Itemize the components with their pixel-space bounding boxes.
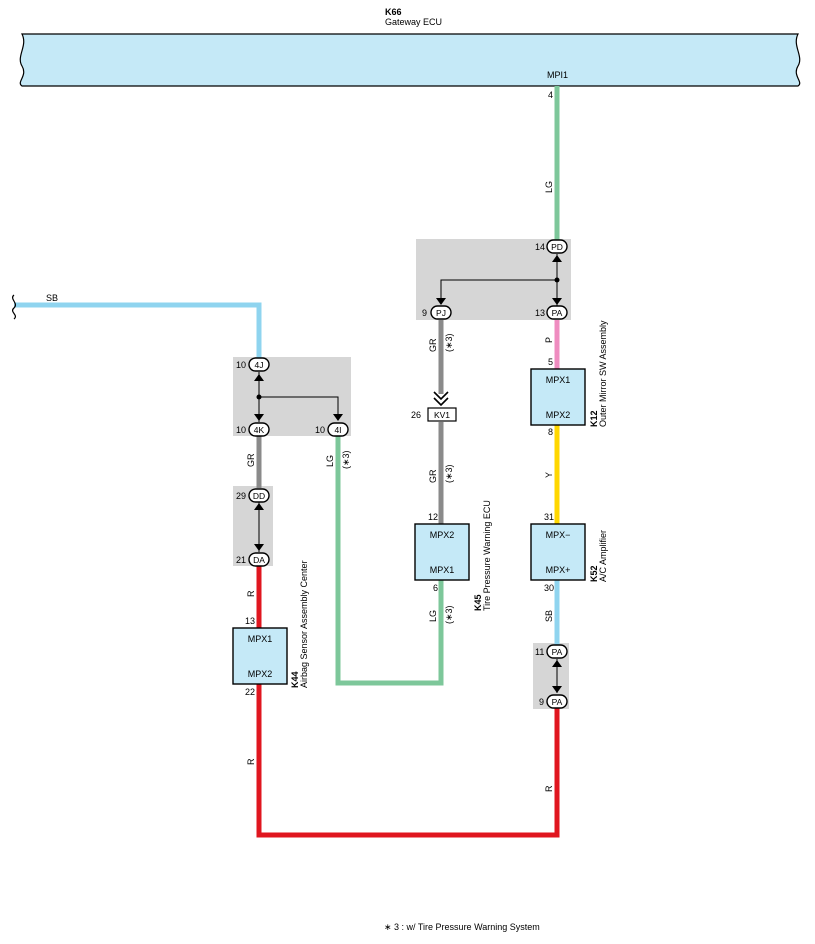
pin-da: 21 xyxy=(236,555,246,565)
svg-text:MPX2: MPX2 xyxy=(430,530,455,540)
connector-pj[interactable]: PJ xyxy=(430,305,452,320)
wire-label-r-left-bot: R xyxy=(246,758,256,765)
svg-text:4J: 4J xyxy=(255,360,264,370)
wire-label-sb-right: SB xyxy=(544,610,554,622)
k12-pin-top: 5 xyxy=(548,357,553,367)
k45-pin-bottom: 6 xyxy=(433,583,438,593)
connector-da[interactable]: DA xyxy=(248,552,270,567)
svg-text:PA: PA xyxy=(552,308,563,318)
pin-pd: 14 xyxy=(535,242,545,252)
svg-text:DA: DA xyxy=(253,555,265,565)
component-k44[interactable]: MPX1 MPX2 xyxy=(232,627,288,685)
svg-text:PJ: PJ xyxy=(436,308,446,318)
svg-text:Outer Mirror SW Assembly: Outer Mirror SW Assembly xyxy=(598,320,608,427)
junction-2-node xyxy=(256,394,262,400)
connector-4j[interactable]: 4J xyxy=(248,357,270,372)
component-k12[interactable]: MPX1 MPX2 xyxy=(530,368,586,426)
ecu-port-label: MPI1 xyxy=(547,70,568,80)
svg-text:MPX1: MPX1 xyxy=(546,375,571,385)
svg-text:DD: DD xyxy=(253,491,265,501)
wire-note-lg-left: (∗3) xyxy=(341,450,351,469)
k44-pin-top: 13 xyxy=(245,616,255,626)
wire-label-gr-mid-top: GR xyxy=(428,338,438,352)
wire-label-lg-mid: LG xyxy=(428,610,438,622)
k45-pin-top: 12 xyxy=(428,512,438,522)
ecu-pin: 4 xyxy=(548,90,553,100)
gateway-ecu-bar[interactable] xyxy=(19,33,801,87)
component-k45[interactable]: MPX2 MPX1 xyxy=(414,523,470,581)
k52-pin-top: 31 xyxy=(544,512,554,522)
svg-text:K44: K44 xyxy=(290,671,300,688)
kv1-chevron-icon xyxy=(433,391,449,407)
pin-pj: 9 xyxy=(422,308,427,318)
wire-note-lg-mid: (∗3) xyxy=(444,605,454,624)
k12-label: K12 Outer Mirror SW Assembly xyxy=(589,320,608,427)
svg-text:PD: PD xyxy=(551,242,563,252)
k52-label: K52 A/C Amplifier xyxy=(589,530,608,582)
k45-label: K45 Tire Pressure Warning ECU xyxy=(473,500,492,611)
svg-text:Airbag Sensor Assembly Center: Airbag Sensor Assembly Center xyxy=(299,560,309,688)
wire-r-loop[interactable] xyxy=(256,684,560,838)
svg-text:KV1: KV1 xyxy=(434,410,450,420)
svg-text:MPX1: MPX1 xyxy=(430,565,455,575)
ecu-code: K66 xyxy=(385,7,402,17)
svg-text:PA: PA xyxy=(552,697,563,707)
pin-pa-top: 13 xyxy=(535,308,545,318)
wire-label-r-left-top: R xyxy=(246,590,256,597)
wire-lg-loop[interactable] xyxy=(335,436,444,686)
pin-dd: 29 xyxy=(236,491,246,501)
component-k52[interactable]: MPX− MPX+ xyxy=(530,523,586,581)
svg-text:K45: K45 xyxy=(473,594,483,611)
pin-4j: 10 xyxy=(236,360,246,370)
svg-text:4K: 4K xyxy=(254,425,265,435)
connector-4i[interactable]: 4I xyxy=(327,422,349,437)
wire-sb-in[interactable] xyxy=(14,302,262,359)
ecu-name: Gateway ECU xyxy=(385,17,442,27)
pin-pa-bottom: 9 xyxy=(539,697,544,707)
pin-4i: 10 xyxy=(315,425,325,435)
svg-text:A/C Amplifier: A/C Amplifier xyxy=(598,530,608,582)
wire-label-gr-left: GR xyxy=(246,453,256,467)
svg-text:MPX2: MPX2 xyxy=(248,669,273,679)
k12-pin-bottom: 8 xyxy=(548,427,553,437)
k44-pin-bottom: 22 xyxy=(245,687,255,697)
wire-label-y: Y xyxy=(544,472,554,478)
pin-4k: 10 xyxy=(236,425,246,435)
wire-label-lg-top: LG xyxy=(544,181,554,193)
wire-label-sb-in: SB xyxy=(46,293,58,303)
connector-pa-top[interactable]: PA xyxy=(546,305,568,320)
wire-label-gr-mid-bot: GR xyxy=(428,469,438,483)
svg-text:Tire Pressure Warning ECU: Tire Pressure Warning ECU xyxy=(482,500,492,611)
junction-1-node xyxy=(554,277,560,283)
wire-note-gr-mid-bot: (∗3) xyxy=(444,464,454,483)
connector-kv1[interactable]: KV1 xyxy=(427,407,457,422)
k52-pin-bottom: 30 xyxy=(544,583,554,593)
k44-label: K44 Airbag Sensor Assembly Center xyxy=(290,560,309,688)
wire-break-icon xyxy=(11,294,17,320)
svg-text:MPX2: MPX2 xyxy=(546,410,571,420)
arrowheads xyxy=(254,255,562,693)
connector-pd[interactable]: PD xyxy=(546,239,568,254)
svg-text:4I: 4I xyxy=(334,425,341,435)
footnote: ∗ 3 : w/ Tire Pressure Warning System xyxy=(384,922,540,932)
pin-pa-mid: 11 xyxy=(535,647,544,657)
wire-label-lg-left: LG xyxy=(325,455,335,467)
svg-text:K12: K12 xyxy=(589,410,599,427)
connector-dd[interactable]: DD xyxy=(248,488,270,503)
wire-label-r-right: R xyxy=(544,785,554,792)
svg-text:MPX+: MPX+ xyxy=(546,565,571,575)
svg-text:PA: PA xyxy=(552,647,563,657)
connector-4k[interactable]: 4K xyxy=(248,422,270,437)
connector-pa-bottom[interactable]: PA xyxy=(546,694,568,709)
svg-text:K52: K52 xyxy=(589,565,599,582)
connector-pa-mid[interactable]: PA xyxy=(546,644,568,659)
wire-label-p: P xyxy=(544,337,554,343)
svg-text:MPX−: MPX− xyxy=(546,530,571,540)
pin-kv1: 26 xyxy=(411,410,421,420)
wire-note-gr-mid-top: (∗3) xyxy=(444,333,454,352)
svg-text:MPX1: MPX1 xyxy=(248,634,273,644)
